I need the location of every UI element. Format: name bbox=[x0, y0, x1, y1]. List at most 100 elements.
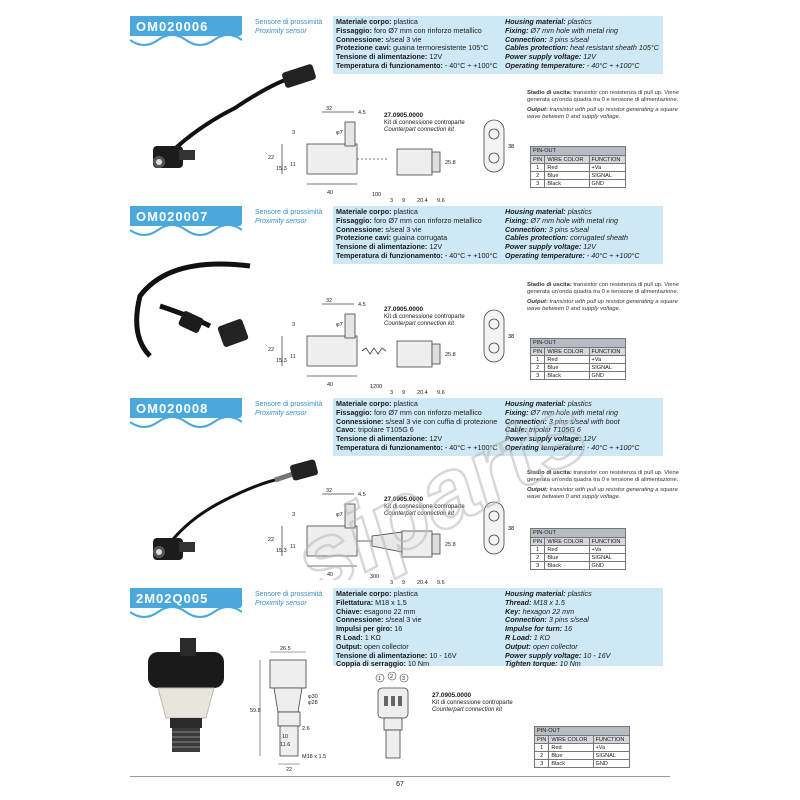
product-code: OM020007 bbox=[130, 206, 242, 226]
dim-label: 15.3 bbox=[276, 166, 287, 172]
spec-list-it: Materiale corpo: plastica Filettatura: M… bbox=[336, 589, 457, 669]
spec-list-en: Housing material: plastics Fixing: Ø7 mm… bbox=[505, 207, 640, 260]
dim-label: 9 bbox=[402, 580, 405, 586]
dim-label: 15.3 bbox=[276, 548, 287, 554]
dim-label: 40 bbox=[327, 382, 333, 388]
dim-label: 9 bbox=[402, 390, 405, 396]
footer-divider bbox=[130, 776, 670, 777]
spec-box bbox=[333, 16, 663, 74]
dim-label: φ30 bbox=[308, 694, 318, 700]
dim-label: 40 bbox=[327, 190, 333, 196]
page-number: 67 bbox=[396, 781, 404, 788]
dim-label: M18 x 1.5 bbox=[302, 754, 326, 760]
connector-drawing: 1 2 3 bbox=[375, 672, 409, 759]
dim-label: 4.5 bbox=[358, 302, 366, 308]
product-subtitle: Sensore di prossimità Proximity sensor bbox=[255, 209, 323, 225]
product-section-om020006: OM020006 Sensore di prossimità Proximity… bbox=[0, 16, 800, 206]
dim-label: 38 bbox=[508, 144, 514, 150]
dim-label: 15.3 bbox=[276, 358, 287, 364]
dim-label: 3 bbox=[390, 580, 393, 586]
dim-label: 11 bbox=[290, 162, 296, 168]
dim-label: φ7 bbox=[336, 130, 343, 136]
spec-list-it: Materiale corpo: plastica Fissaggio: for… bbox=[336, 17, 498, 70]
dim-label: 32 bbox=[326, 488, 332, 494]
dim-label: 11 bbox=[290, 354, 296, 360]
dim-label: φ7 bbox=[336, 512, 343, 518]
dim-label: 3 bbox=[292, 512, 295, 518]
wave-decoration-icon bbox=[130, 36, 242, 46]
dim-label: 4.5 bbox=[358, 110, 366, 116]
product-code: 2M02Q005 bbox=[130, 588, 242, 608]
mounting-hole-drawing: 38 bbox=[483, 309, 514, 363]
mounting-hole-drawing: 38 bbox=[483, 501, 514, 555]
dim-label: 59.8 bbox=[250, 708, 261, 714]
pin-label: 2 bbox=[390, 674, 393, 680]
product-section-om020007: OM020007 Sensore di prossimità Proximity… bbox=[0, 206, 800, 396]
sensor-photo bbox=[153, 459, 318, 560]
technical-drawing: 32 4.5 22 15.3 11 40 100 3 9 20.4 9.6 25… bbox=[268, 106, 456, 204]
product-code: OM020006 bbox=[130, 16, 242, 36]
dim-label: 22 bbox=[268, 347, 274, 353]
dim-label: 11.6 bbox=[280, 742, 290, 748]
dim-label: 22 bbox=[286, 767, 292, 772]
dim-label: 20.4 bbox=[417, 390, 428, 396]
sensor-photo bbox=[134, 261, 251, 358]
dim-label: φ7 bbox=[336, 322, 343, 328]
spec-list-it: Materiale corpo: plastica Fissaggio: for… bbox=[336, 207, 498, 260]
product-subtitle: Sensore di prossimità Proximity sensor bbox=[255, 401, 323, 417]
dim-label: 100 bbox=[372, 192, 381, 198]
dim-label: 3 bbox=[390, 198, 393, 204]
dim-label: 25.8 bbox=[445, 542, 456, 548]
spec-box bbox=[333, 398, 663, 456]
dim-label: 3 bbox=[292, 322, 295, 328]
spec-list-en: Housing material: plastics Thread: M18 x… bbox=[505, 589, 611, 669]
connection-kit: 27.0905.0000 Kit di connessione contropa… bbox=[432, 692, 513, 713]
spec-box bbox=[333, 588, 663, 666]
product-section-2m02q005: 2M02Q005 Sensore di prossimità Proximity… bbox=[0, 588, 800, 778]
wave-decoration-icon bbox=[130, 608, 242, 618]
connection-kit: 27.0905.0000 Kit di connessione contropa… bbox=[384, 112, 465, 133]
dim-label: 32 bbox=[326, 298, 332, 304]
technical-drawing: 26.5 59.8 φ30 φ28 2.6 10 11.6 22 M18 x 1… bbox=[250, 646, 326, 772]
spec-list-en: Housing material: plastics Fixing: Ø7 mm… bbox=[505, 17, 659, 70]
dim-label: 3 bbox=[390, 390, 393, 396]
pin-label: 1 bbox=[378, 676, 381, 682]
dim-label: 38 bbox=[508, 334, 514, 340]
product-code: OM020008 bbox=[130, 398, 242, 418]
sensor-photo bbox=[148, 638, 224, 752]
spec-list-it: Materiale corpo: plastica Fissaggio: for… bbox=[336, 399, 498, 452]
dim-label: 9.6 bbox=[437, 580, 445, 586]
connection-kit: 27.0905.0000 Kit di connessione contropa… bbox=[384, 306, 465, 327]
dim-label: 300 bbox=[370, 574, 379, 580]
dim-label: 9.6 bbox=[437, 198, 445, 204]
dim-label: φ28 bbox=[308, 700, 318, 706]
mounting-hole-drawing: 38 bbox=[483, 119, 514, 173]
spec-list-en: Housing material: plastics Fixing: Ø7 mm… bbox=[505, 399, 640, 452]
output-note: Stadio di uscita: transistor con resiste… bbox=[527, 282, 679, 312]
dim-label: 26.5 bbox=[280, 646, 291, 652]
dim-label: 40 bbox=[327, 572, 333, 578]
dim-label: 38 bbox=[508, 526, 514, 532]
sensor-photo bbox=[153, 64, 316, 168]
product-subtitle: Sensore di prossimità Proximity sensor bbox=[255, 591, 323, 607]
technical-drawing: 32 4.5 22 15.3 11 40 300 3 9 20.4 9.6 25… bbox=[268, 488, 456, 586]
dim-label: 9 bbox=[402, 198, 405, 204]
dim-label: 9.6 bbox=[437, 390, 445, 396]
technical-drawing: 32 4.5 22 15.3 11 40 1200 3 9 20.4 9.6 2… bbox=[268, 298, 456, 396]
dim-label: 2.6 bbox=[302, 726, 310, 732]
dim-label: 25.8 bbox=[445, 352, 456, 358]
spec-box bbox=[333, 206, 663, 264]
dim-label: 22 bbox=[268, 155, 274, 161]
output-note: Stadio di uscita: transistor con resiste… bbox=[527, 90, 679, 120]
dim-label: 22 bbox=[268, 537, 274, 543]
pin-label: 3 bbox=[402, 676, 405, 682]
dim-label: 32 bbox=[326, 106, 332, 112]
dim-label: 20.4 bbox=[417, 580, 428, 586]
dim-label: 3 bbox=[292, 130, 295, 136]
connection-kit: 27.0905.0000 Kit di connessione contropa… bbox=[384, 496, 465, 517]
dim-label: 4.5 bbox=[358, 492, 366, 498]
wave-decoration-icon bbox=[130, 226, 242, 236]
